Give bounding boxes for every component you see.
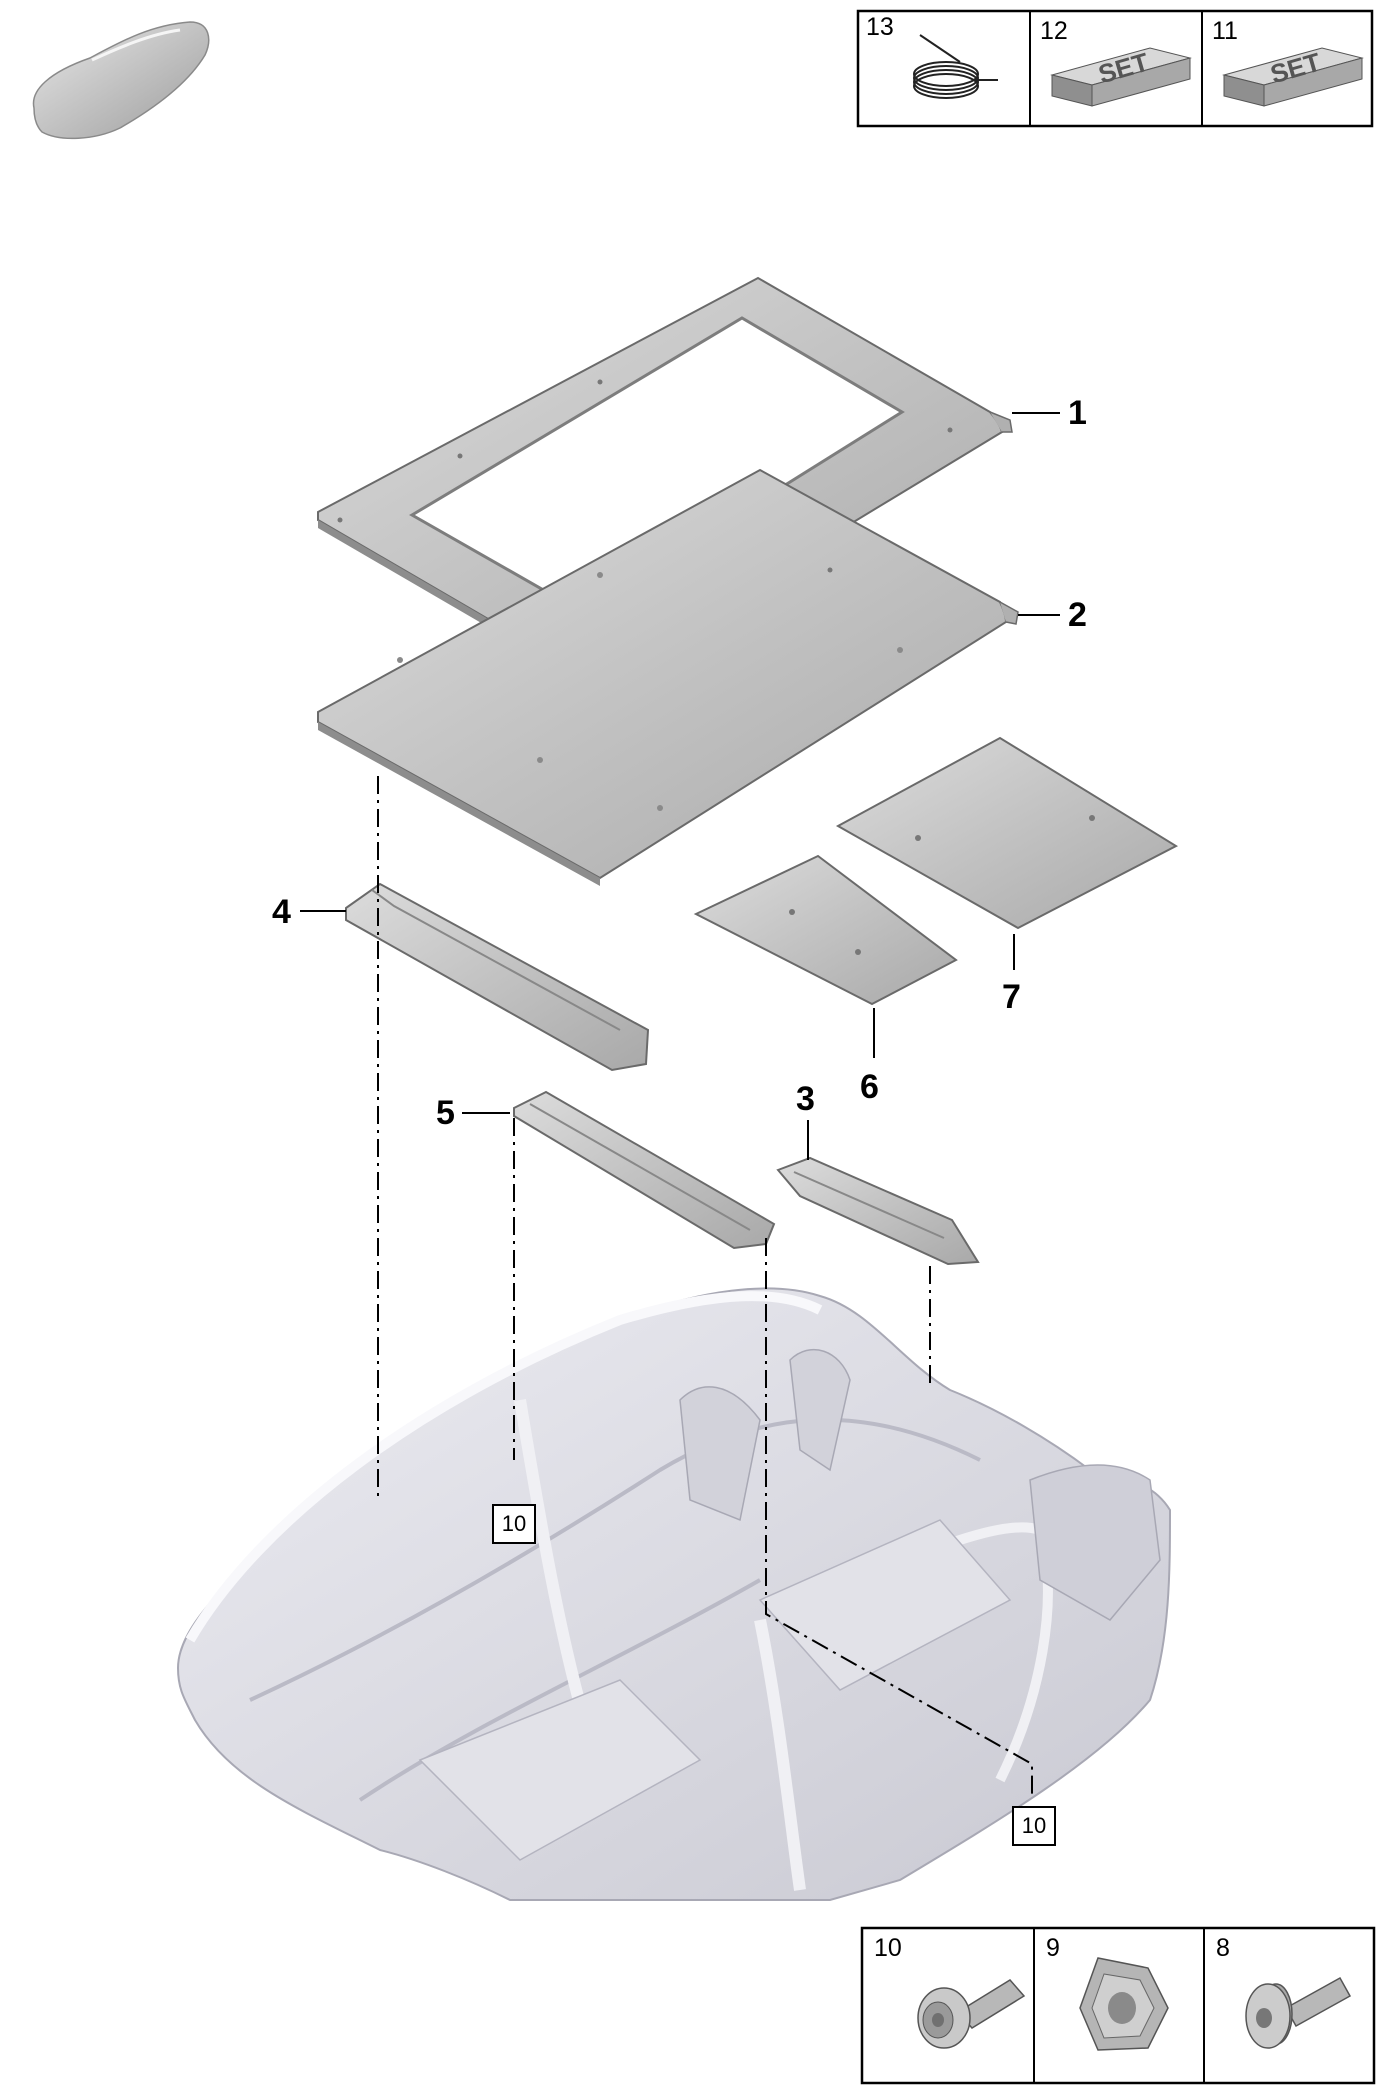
callout-3: 3: [796, 1080, 815, 1118]
torx-bolt-icon: [917, 1979, 1026, 2049]
legend-number-8: 8: [1216, 1934, 1230, 1962]
part-4-front-cross-member: [345, 882, 650, 1072]
callout-4: 4: [272, 893, 291, 931]
callout-6: 6: [860, 1068, 879, 1106]
body-in-white-shell: [176, 1287, 1172, 1901]
legend-number-9: 9: [1046, 1934, 1060, 1962]
legend-number-13: 13: [866, 13, 894, 41]
legend-number-10: 10: [874, 1934, 902, 1962]
wire-coil-icon: [913, 34, 998, 99]
assembly-guide-lines: [377, 776, 1033, 1798]
legend-number-11: 11: [1212, 17, 1238, 45]
part-3-rear-cross-member: [776, 1156, 980, 1266]
legend-bottom-table: [860, 1926, 1376, 2085]
part-6-insulation-pad: [693, 854, 958, 1006]
hex-nut-icon: [1079, 1957, 1169, 2051]
ref-box-left: 10: [492, 1504, 536, 1544]
callout-5: 5: [436, 1094, 455, 1132]
set-box-icon: SET: [1050, 47, 1192, 107]
part-5-middle-cross-member: [513, 1090, 776, 1250]
callout-1: 1: [1068, 394, 1087, 432]
vehicle-thumbnail-icon: [32, 21, 210, 140]
ref-box-right: 10: [1012, 1806, 1056, 1846]
part-7-insulation-pad: [835, 736, 1179, 930]
legend-top-table: SET SET: [856, 9, 1374, 128]
legend-number-12: 12: [1040, 17, 1068, 45]
callout-7: 7: [1002, 978, 1021, 1016]
callout-2: 2: [1068, 596, 1087, 634]
callout-leader-lines: [300, 412, 1060, 1160]
part-2-roof-panel: [317, 468, 1019, 886]
torx-screw-icon: [1245, 1976, 1352, 2049]
